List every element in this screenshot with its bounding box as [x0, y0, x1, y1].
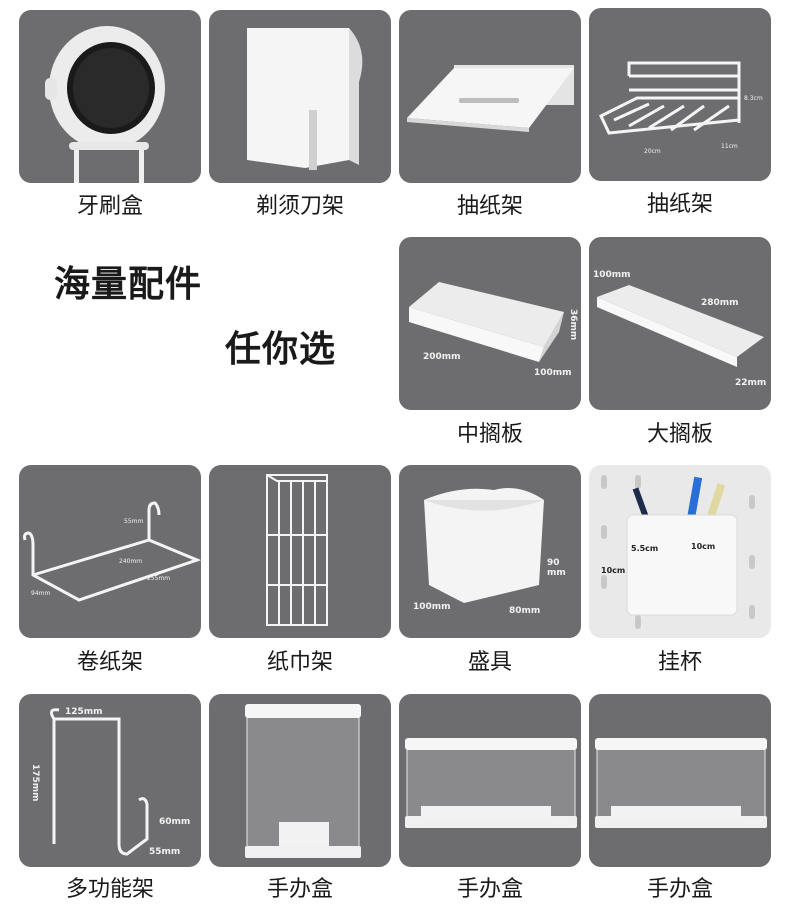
- svg-text:mm: mm: [547, 568, 566, 578]
- figure-box-wide-image-2: [595, 738, 767, 828]
- container-image: 90 mm 100mm 80mm: [413, 487, 566, 616]
- caption-tissue-holder-1: 抽纸架: [456, 194, 523, 219]
- caption-figure-box-1: 手办盒: [266, 877, 333, 902]
- svg-text:55mm: 55mm: [149, 847, 180, 857]
- roll-holder-image: 55mm 240mm 255mm 94mm: [23, 501, 201, 602]
- caption-multi-rack: 多功能架: [65, 877, 154, 902]
- medium-shelf-image: 200mm 36mm 100mm: [409, 282, 578, 378]
- promo-line-2: 任你选: [225, 329, 337, 370]
- product-tile-roll-holder[interactable]: 55mm 240mm 255mm 94mm: [19, 465, 201, 638]
- svg-text:240mm: 240mm: [119, 558, 142, 565]
- product-tile-hanging-cup[interactable]: 5.5cm 10cm 10cm: [589, 465, 771, 638]
- product-tile-napkin-rack[interactable]: [209, 465, 391, 638]
- svg-text:175mm: 175mm: [30, 764, 40, 802]
- product-tile-multi-rack[interactable]: 125mm 175mm 60mm 55mm: [19, 694, 201, 867]
- figure-box-wide-image: [405, 738, 577, 828]
- svg-text:22mm: 22mm: [735, 378, 766, 388]
- caption-toothbrush-box: 牙刷盒: [76, 194, 143, 219]
- svg-text:90: 90: [547, 558, 560, 568]
- product-tile-figure-box-3[interactable]: [589, 694, 771, 867]
- svg-text:5.5cm: 5.5cm: [631, 544, 658, 553]
- svg-text:200mm: 200mm: [423, 352, 461, 362]
- product-tile-toothbrush-box[interactable]: [19, 10, 201, 183]
- caption-napkin-rack: 纸巾架: [266, 650, 333, 675]
- svg-text:255mm: 255mm: [147, 575, 170, 582]
- svg-text:11cm: 11cm: [721, 143, 738, 150]
- promo-line-1: 海量配件: [54, 264, 203, 305]
- svg-text:100mm: 100mm: [413, 602, 451, 612]
- caption-figure-box-2: 手办盒: [456, 877, 523, 902]
- razor-holder-image: [247, 28, 363, 170]
- svg-text:94mm: 94mm: [31, 590, 50, 597]
- large-shelf-image: 100mm 280mm 22mm: [593, 270, 766, 388]
- svg-text:36mm: 36mm: [568, 309, 578, 340]
- product-tile-large-shelf[interactable]: 100mm 280mm 22mm: [589, 237, 771, 410]
- svg-text:55mm: 55mm: [124, 518, 143, 525]
- svg-text:125mm: 125mm: [65, 707, 103, 717]
- caption-medium-shelf: 中搁板: [456, 422, 523, 447]
- caption-roll-holder: 卷纸架: [76, 650, 143, 675]
- napkin-rack-image: [266, 474, 328, 626]
- svg-text:280mm: 280mm: [701, 298, 739, 308]
- wire-shelf-image: 8.3cm 20cm 11cm: [599, 61, 763, 155]
- svg-text:60mm: 60mm: [159, 817, 190, 827]
- caption-tissue-holder-2: 抽纸架: [646, 192, 713, 217]
- toothbrush-box-image: [45, 26, 165, 183]
- svg-text:8.3cm: 8.3cm: [744, 95, 763, 102]
- product-tile-tissue-holder-2[interactable]: 8.3cm 20cm 11cm: [589, 8, 771, 181]
- product-tile-figure-box-1[interactable]: [209, 694, 391, 867]
- svg-text:10cm: 10cm: [601, 566, 625, 575]
- figure-box-tall-image: [245, 704, 361, 858]
- product-tile-razor-holder[interactable]: [209, 10, 391, 183]
- hanging-cup-image: 5.5cm 10cm 10cm: [601, 475, 755, 629]
- svg-text:80mm: 80mm: [509, 606, 540, 616]
- caption-hanging-cup: 挂杯: [657, 650, 702, 675]
- svg-text:10cm: 10cm: [691, 542, 715, 551]
- caption-large-shelf: 大搁板: [646, 422, 713, 447]
- caption-razor-holder: 剃须刀架: [255, 194, 344, 219]
- caption-container: 盛具: [467, 650, 512, 675]
- product-tile-figure-box-2[interactable]: [399, 694, 581, 867]
- svg-text:100mm: 100mm: [593, 270, 631, 280]
- product-tile-medium-shelf[interactable]: 200mm 36mm 100mm: [399, 237, 581, 410]
- caption-figure-box-3: 手办盒: [646, 877, 713, 902]
- tissue-holder-image: [407, 65, 574, 132]
- dim-width: 20cm: [644, 148, 661, 155]
- multi-rack-image: 125mm 175mm 60mm 55mm: [30, 707, 190, 857]
- product-tile-tissue-holder-1[interactable]: [399, 10, 581, 183]
- product-tile-container[interactable]: 90 mm 100mm 80mm: [399, 465, 581, 638]
- svg-text:100mm: 100mm: [534, 368, 572, 378]
